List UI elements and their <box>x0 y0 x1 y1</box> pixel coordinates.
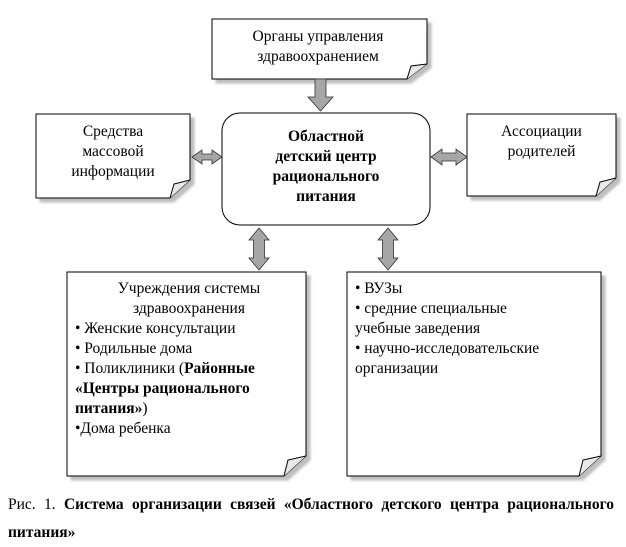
list-item-continuation: «Центры рационального <box>75 379 303 399</box>
top-box-shape <box>211 18 428 80</box>
figure-caption: Рис. 1. Система организации связей «Обла… <box>8 491 614 547</box>
list-item: • ВУЗы <box>355 280 403 297</box>
right-box-line: родителей <box>507 143 576 160</box>
center-box-line: детский центр <box>275 148 377 165</box>
bottom-left-list: • Женские консультации • Родильные дома … <box>75 319 303 439</box>
list-item: • Поликлиники (Районные <box>75 359 303 379</box>
bottom-right-box-shape <box>346 271 602 477</box>
bottom-left-box-content: Учреждения системы здравоохранения • Жен… <box>75 279 303 439</box>
arrow-center-bottom-left <box>248 227 270 271</box>
list-item-text: ) <box>142 400 148 417</box>
list-item: • Женские консультации <box>75 320 236 337</box>
arrow-center-bottom-right <box>377 227 399 271</box>
center-box-line: питания <box>296 188 356 205</box>
list-item: •Дома ребенка <box>75 420 171 437</box>
center-box-line: Областной <box>288 128 364 145</box>
bottom-left-heading: Учреждения системы <box>117 280 261 297</box>
right-box-shape <box>466 113 617 197</box>
left-box-line: Средства <box>82 123 144 140</box>
list-item-bold: «Центры рационального <box>75 380 250 397</box>
left-box-label: Средства массовой информации <box>36 122 190 182</box>
top-box-label: Органы управления здравоохранением <box>212 27 424 67</box>
right-box-line: Ассоциации <box>501 123 582 140</box>
left-box-shape <box>35 113 191 199</box>
bottom-left-heading: здравоохранения <box>133 300 245 317</box>
list-item-continuation: организации <box>355 360 439 377</box>
list-item-continuation: учебные заведения <box>355 320 481 337</box>
caption-title: Система организации связей «Областного д… <box>8 496 615 541</box>
list-item-bold: питания» <box>75 400 143 417</box>
top-box-line: здравоохранением <box>257 48 379 65</box>
bottom-right-list: • ВУЗы • средние специальные учебные зав… <box>355 279 595 379</box>
arrow-left-center <box>191 149 223 165</box>
list-item-bold: Районные <box>184 360 255 377</box>
list-item-continuation: питания») <box>75 399 303 419</box>
top-box-line: Органы управления <box>252 28 384 45</box>
list-item: • Родильные дома <box>75 340 193 357</box>
bottom-left-box-shape <box>66 271 307 477</box>
left-box-line: массовой <box>82 143 144 160</box>
left-box-line: информации <box>71 163 155 180</box>
list-item-text: • Поликлиники ( <box>75 360 185 377</box>
center-box-shape <box>221 112 431 226</box>
arrow-center-right <box>430 148 468 166</box>
list-item: • средние специальные <box>355 300 507 317</box>
center-box-line: рационального <box>272 168 380 185</box>
list-item: • научно-исследовательские <box>355 340 540 357</box>
caption-prefix: Рис. 1. <box>8 496 64 513</box>
center-box-label: Областной детский центр рационального пи… <box>222 127 430 207</box>
right-box-label: Ассоциации родителей <box>467 122 616 162</box>
bottom-right-box-content: • ВУЗы • средние специальные учебные зав… <box>355 279 595 379</box>
arrow-top-to-center <box>307 78 334 112</box>
